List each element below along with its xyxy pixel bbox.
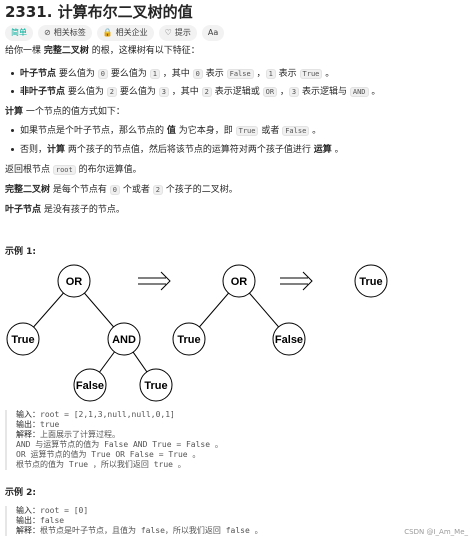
full-tree-def: 完整二叉树 是每个节点有 0 个或者 2 个孩子的二叉树。 — [5, 185, 238, 195]
font-size-label: Aa — [207, 28, 219, 37]
example-1-explanation-3: OR 运算节点的值为 True OR False = True 。 — [16, 450, 201, 459]
svg-text:OR: OR — [66, 276, 83, 288]
difficulty-label: 简单 — [11, 28, 27, 37]
arrow-2-icon — [280, 271, 313, 291]
example-2-box: 输入：root = [0] 输出：false 解释：根节点是叶子节点，且值为 f… — [5, 506, 474, 536]
lock-icon: 🔒 — [102, 28, 113, 37]
arrow-1-icon — [138, 271, 171, 291]
tree1-node-and: AND — [107, 322, 141, 356]
leaf-def: 叶子节点 是没有孩子的节点。 — [5, 205, 125, 215]
svg-text:AND: AND — [112, 334, 136, 346]
example-1-title: 示例 1: — [5, 247, 36, 257]
font-size-button[interactable]: Aa — [201, 25, 225, 41]
tree2-node-false: False — [272, 322, 306, 356]
example-1-explanation-2: AND 与运算节点的值为 False AND True = False 。 — [16, 440, 223, 449]
calc-rule-1: 如果节点是个叶子节点，那么节点的 值 为它本身，即 True 或者 False … — [11, 125, 321, 137]
example-1-output: 输出：true — [16, 420, 60, 429]
example-1-explanation: 解释：上面展示了计算过程。 — [16, 430, 120, 439]
page-title: 2331. 计算布尔二叉树的值 — [5, 3, 193, 21]
tree3-node-true: True — [354, 264, 388, 298]
tree1-node-true: True — [6, 322, 40, 356]
watermark: CSDN @I_Am_Me_ — [404, 528, 468, 536]
example-2-input: 输入：root = [0] — [16, 506, 89, 515]
intro-text: 给你一棵 完整二叉树 的根，这棵树有以下特征： — [5, 46, 200, 56]
hint-label: 提示 — [174, 28, 191, 37]
tree1-node-or: OR — [57, 264, 91, 298]
example-1-box: 输入：root = [2,1,3,null,null,0,1] 输出：true … — [5, 410, 474, 470]
svg-text:OR: OR — [231, 276, 248, 288]
return-text: 返回根节点 root 的布尔运算值。 — [5, 165, 142, 175]
example-1-diagram: OR True AND False True OR True False Tru… — [6, 264, 388, 402]
example-1-explanation-4: 根节点的值为 True ，所以我们返回 true 。 — [16, 460, 186, 469]
example-1-input: 输入：root = [2,1,3,null,null,0,1] — [16, 410, 175, 419]
calc-heading: 计算 一个节点的值方式如下： — [5, 107, 125, 117]
tag-icon: ⊘ — [44, 28, 51, 37]
related-tags-button[interactable]: ⊘相关标签 — [38, 25, 92, 41]
svg-text:True: True — [144, 380, 167, 392]
related-companies-label: 相关企业 — [115, 28, 148, 37]
lightbulb-icon: ♡ — [164, 28, 172, 37]
svg-text:True: True — [177, 334, 200, 346]
svg-text:True: True — [359, 276, 382, 288]
related-companies-button[interactable]: 🔒相关企业 — [96, 25, 154, 41]
tree2-node-or: OR — [222, 264, 256, 298]
difficulty-badge[interactable]: 简单 — [5, 25, 33, 41]
example-2-title: 示例 2: — [5, 488, 36, 498]
svg-text:False: False — [76, 380, 104, 392]
tree2-node-true: True — [172, 322, 206, 356]
svg-text:True: True — [11, 334, 34, 346]
related-tags-label: 相关标签 — [53, 28, 86, 37]
leaf-rule-item: 叶子节点 要么值为 0 要么值为 1 ，其中 0 表示 False ，1 表示 … — [11, 68, 334, 80]
tag-bar: 简单 ⊘相关标签 🔒相关企业 ♡提示 Aa — [5, 25, 225, 41]
calc-rule-2: 否则，计算 两个孩子的节点值，然后将该节点的运算符对两个孩子值进行 运算 。 — [11, 144, 344, 156]
example-2-output: 输出：false — [16, 516, 65, 525]
hint-button[interactable]: ♡提示 — [158, 25, 197, 41]
example-2-explanation: 解释：根节点是叶子节点，且值为 false，所以我们返回 false 。 — [16, 526, 263, 535]
nonleaf-rule-item: 非叶子节点 要么值为 2 要么值为 3 ，其中 2 表示逻辑或 OR ，3 表示… — [11, 86, 380, 98]
svg-text:False: False — [275, 334, 303, 346]
tree1-node-true-2: True — [139, 368, 173, 402]
tree1-node-false: False — [73, 368, 107, 402]
